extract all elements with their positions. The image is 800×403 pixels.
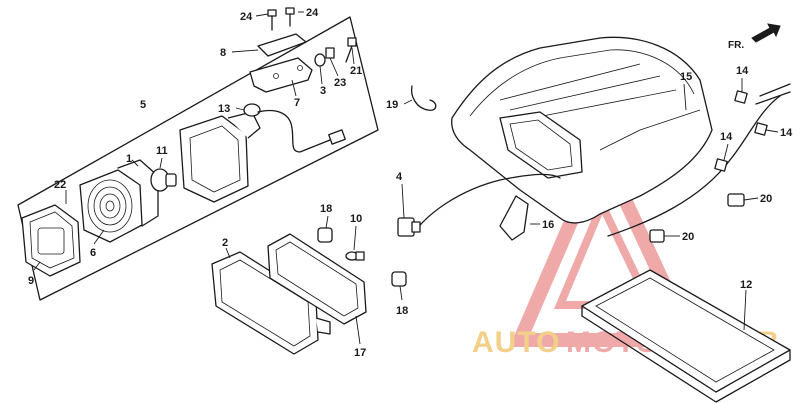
callout-14a: 14 xyxy=(736,65,749,77)
harness-connector xyxy=(397,217,421,237)
callout-6: 6 xyxy=(90,247,96,259)
tail-light-lens xyxy=(21,204,81,277)
front-direction-label: FR. xyxy=(728,40,744,51)
callout-14c: 14 xyxy=(720,131,733,143)
callout-15: 15 xyxy=(680,71,692,83)
nut xyxy=(325,47,335,59)
clip-14b xyxy=(754,122,768,136)
front-arrow-icon xyxy=(751,23,781,43)
tail-bulb xyxy=(150,168,177,192)
callout-23: 23 xyxy=(334,77,346,89)
license-light-gasket xyxy=(267,233,367,325)
clip-14a xyxy=(734,90,748,104)
mounting-plate xyxy=(257,33,307,57)
callout-16: 16 xyxy=(542,219,554,231)
callout-24a: 24 xyxy=(240,11,253,23)
rubber-18a xyxy=(317,227,333,243)
callout-labels: 24 24 8 5 7 3 23 21 13 1 11 22 6 9 19 15… xyxy=(28,7,793,359)
stay-bracket xyxy=(499,195,529,241)
leader-lines xyxy=(33,11,779,345)
callout-2: 2 xyxy=(222,237,228,249)
grommet xyxy=(243,103,261,117)
clip-14c xyxy=(714,158,728,172)
callout-7: 7 xyxy=(294,97,300,109)
watermark: AUTO MOTO HUB xyxy=(472,132,779,359)
rubber-18b xyxy=(391,271,407,287)
rear-tray xyxy=(581,269,791,403)
callout-3: 3 xyxy=(320,85,326,97)
callout-12: 12 xyxy=(740,279,752,291)
light-bracket xyxy=(249,57,313,93)
tail-light-wire xyxy=(257,109,331,153)
watermark-triangle-outer xyxy=(509,132,701,347)
callout-17: 17 xyxy=(354,347,366,359)
callout-11: 11 xyxy=(156,145,168,157)
callout-21: 21 xyxy=(350,65,362,77)
callout-9: 9 xyxy=(28,275,34,287)
callout-13: 13 xyxy=(218,103,230,115)
callout-5: 5 xyxy=(140,99,146,111)
callout-19: 19 xyxy=(386,99,398,111)
callout-10: 10 xyxy=(350,213,362,225)
watermark-text-auto: AUTO xyxy=(472,326,560,359)
tail-light-reflector xyxy=(79,169,143,243)
callout-4: 4 xyxy=(396,171,403,183)
bolt-24a xyxy=(267,9,277,31)
bolt-24b xyxy=(285,7,295,27)
rear-cowl xyxy=(451,36,713,224)
wire-connector xyxy=(328,129,346,145)
license-bulb xyxy=(345,251,365,261)
callout-24b: 24 xyxy=(306,7,319,19)
callout-14b: 14 xyxy=(780,127,793,139)
tail-light-base xyxy=(179,111,261,203)
callout-18b: 18 xyxy=(396,305,408,317)
bolt-21 xyxy=(345,37,357,63)
tail-light-assembly-outline xyxy=(17,16,379,301)
front-direction-indicator: FR. xyxy=(728,23,781,51)
grommet-20a xyxy=(727,193,745,207)
main-harness-wire xyxy=(415,173,561,231)
wire-clamp xyxy=(410,85,437,111)
callout-20b: 20 xyxy=(682,231,694,243)
callout-8: 8 xyxy=(220,47,226,59)
license-light-lens xyxy=(211,251,331,355)
grommet-20b xyxy=(649,229,665,243)
callout-20a: 20 xyxy=(760,193,772,205)
collar xyxy=(314,53,326,67)
callout-18a: 18 xyxy=(320,203,332,215)
callout-1: 1 xyxy=(126,153,132,165)
callout-22: 22 xyxy=(54,179,66,191)
